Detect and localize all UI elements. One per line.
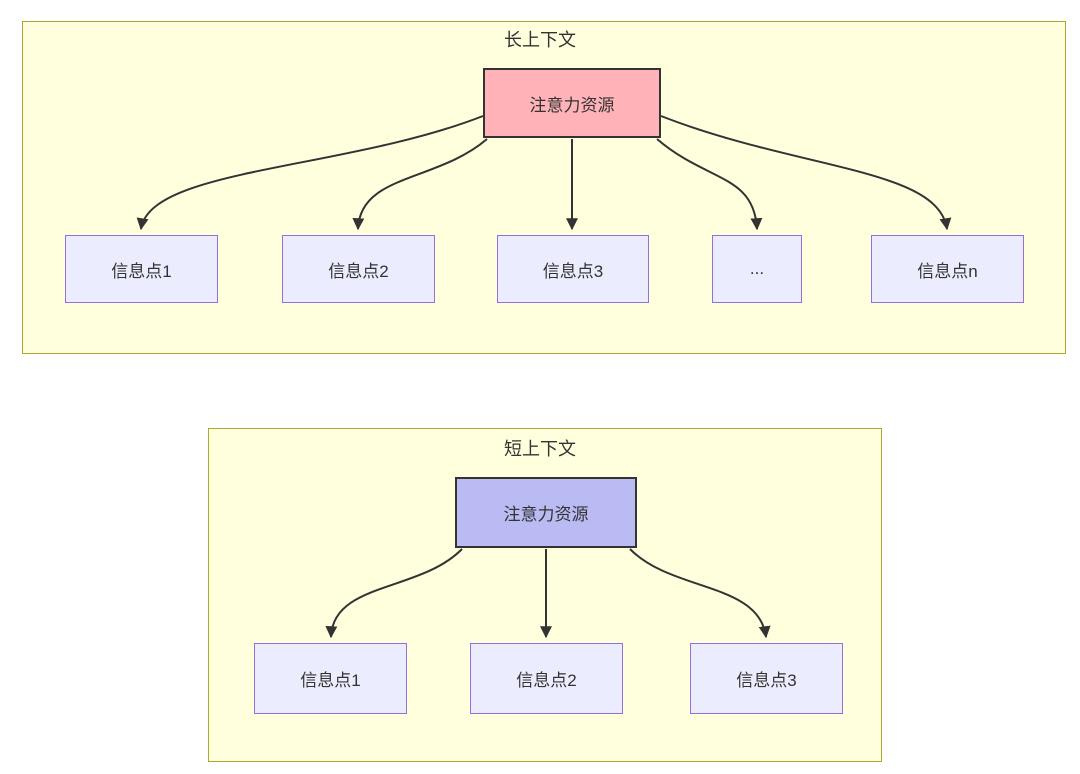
attention-resource-node-short: 注意力资源 bbox=[455, 477, 637, 548]
cluster-long-context-title: 长上下文 bbox=[504, 30, 576, 50]
long-info-node-2: 信息点2 bbox=[282, 235, 435, 303]
long-info-node-3: 信息点3 bbox=[497, 235, 649, 303]
long-info-node-1: 信息点1 bbox=[65, 235, 218, 303]
short-info-node-1: 信息点1 bbox=[254, 643, 407, 714]
cluster-short-context-title: 短上下文 bbox=[504, 439, 576, 459]
long-info-node-n: 信息点n bbox=[871, 235, 1024, 303]
arrow-long-hub-to-info2 bbox=[352, 138, 488, 231]
arrow-short-hub-to-info3 bbox=[629, 548, 771, 639]
arrow-long-hub-to-info1 bbox=[136, 115, 484, 231]
short-info-node-2: 信息点2 bbox=[470, 643, 623, 714]
arrow-long-hub-to-infon bbox=[660, 115, 952, 231]
attention-resource-node-long: 注意力资源 bbox=[483, 68, 661, 138]
arrow-short-hub-to-info1 bbox=[325, 548, 463, 639]
arrow-long-hub-to-dots bbox=[656, 138, 763, 231]
short-info-node-3: 信息点3 bbox=[690, 643, 843, 714]
long-info-node-dots: ... bbox=[712, 235, 802, 303]
